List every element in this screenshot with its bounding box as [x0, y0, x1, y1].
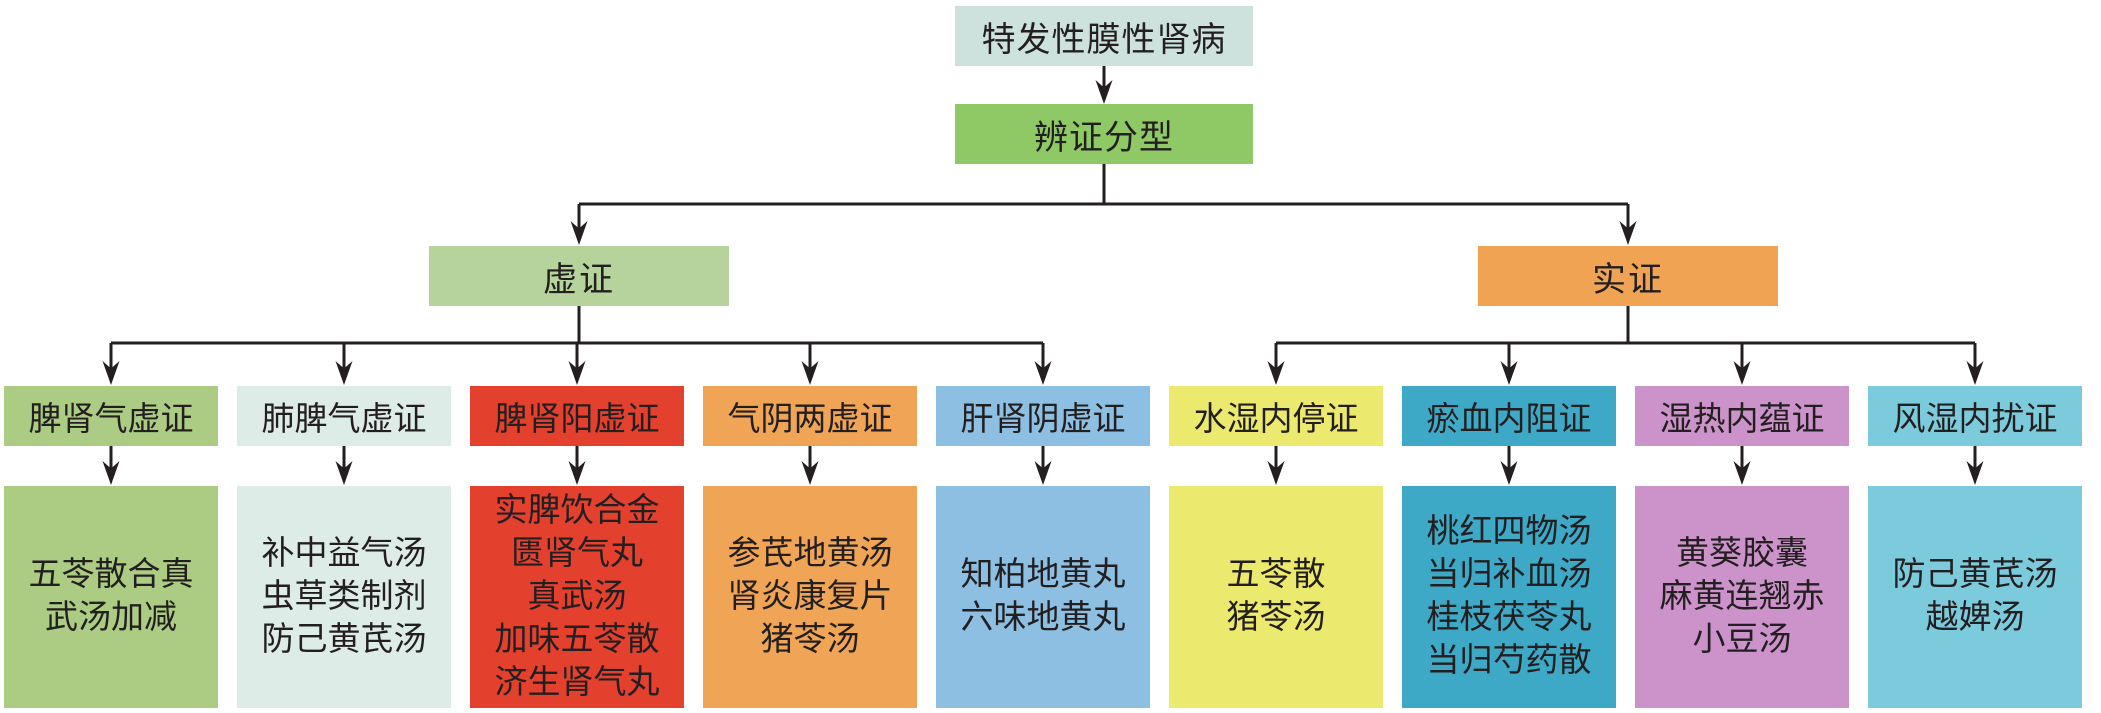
syndrome-header-9: 风湿内扰证	[1868, 386, 2082, 446]
node-excess-branch: 实证	[1478, 246, 1778, 306]
syndrome-header-6: 水湿内停证	[1169, 386, 1383, 446]
syndrome-header-4: 气阴两虚证	[703, 386, 917, 446]
syndrome-header-1: 脾肾气虚证	[4, 386, 218, 446]
remedy-list-1: 五苓散合真 武汤加减	[4, 486, 218, 708]
remedy-list-3: 实脾饮合金 匮肾气丸 真武汤 加味五苓散 济生肾气丸	[470, 486, 684, 708]
node-deficiency-branch: 虚证	[429, 246, 729, 306]
syndrome-header-3: 脾肾阳虚证	[470, 386, 684, 446]
syndrome-header-5: 肝肾阴虚证	[936, 386, 1150, 446]
remedy-list-5: 知柏地黄丸 六味地黄丸	[936, 486, 1150, 708]
syndrome-header-2: 肺脾气虚证	[237, 386, 451, 446]
remedy-list-9: 防己黄芪汤 越婢汤	[1868, 486, 2082, 708]
syndrome-header-7: 瘀血内阻证	[1402, 386, 1616, 446]
syndrome-header-8: 湿热内蕴证	[1635, 386, 1849, 446]
remedy-list-6: 五苓散 猪苓汤	[1169, 486, 1383, 708]
node-disease-title: 特发性膜性肾病	[955, 6, 1253, 66]
connector-path	[109, 60, 1977, 470]
remedy-list-4: 参芪地黄汤 肾炎康复片 猪苓汤	[703, 486, 917, 708]
node-syndrome-classification: 辨证分型	[955, 104, 1253, 164]
remedy-list-2: 补中益气汤 虫草类制剂 防己黄芪汤	[237, 486, 451, 708]
remedy-list-7: 桃红四物汤 当归补血汤 桂枝茯苓丸 当归芍药散	[1402, 486, 1616, 708]
remedy-list-8: 黄葵胶囊 麻黄连翘赤 小豆汤	[1635, 486, 1849, 708]
